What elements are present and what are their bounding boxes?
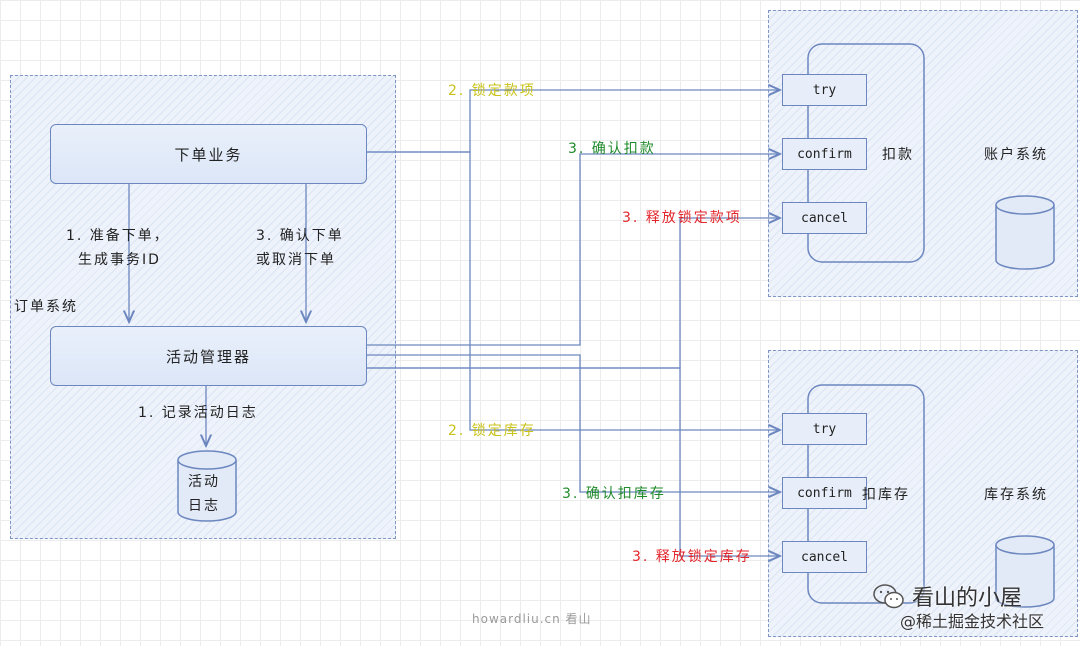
step3-note: 3. 确认下单 或取消下单 [256, 224, 344, 272]
watermark-brand-group: 看山的小屋 @稀土掘金技术社区 [872, 580, 1072, 631]
flow-lock-stock [367, 151, 780, 430]
account-cancel-box: cancel [782, 202, 867, 234]
order-business-box: 下单业务 [50, 124, 367, 184]
account-group-label: 扣款 [882, 147, 914, 163]
flow-confirm-payment [367, 154, 780, 346]
inventory-try-box: try [782, 413, 867, 445]
step1-line1: 1. 准备下单， [66, 228, 170, 244]
log-db-icon [177, 450, 237, 522]
account-db-icon [995, 195, 1055, 270]
step3-line2: 或取消下单 [256, 252, 336, 268]
log-db-line2: 日志 [188, 498, 220, 514]
activity-manager-box: 活动管理器 [50, 326, 367, 386]
account-try-box: try [782, 74, 867, 106]
inventory-group-label: 扣库存 [862, 487, 910, 503]
account-system-label: 账户系统 [984, 147, 1048, 163]
label-lock-payment: 2. 锁定款项 [448, 83, 536, 99]
step3-line1: 3. 确认下单 [256, 228, 344, 244]
inventory-db-icon [995, 535, 1055, 608]
log-db-line1: 活动 [188, 474, 220, 490]
order-system-label: 订单系统 [14, 299, 78, 315]
account-confirm-box: confirm [782, 138, 867, 170]
label-release-stock: 3. 释放锁定库存 [632, 549, 752, 565]
inventory-system-label: 库存系统 [984, 487, 1048, 503]
step1-line2: 生成事务ID [78, 252, 161, 268]
wechat-icon [873, 584, 904, 609]
credit-watermark: howardliu.cn 看山 [472, 612, 592, 626]
flow-release-stock [367, 367, 780, 556]
label-confirm-payment: 3. 确认扣款 [568, 141, 656, 157]
flow-confirm-stock [367, 354, 780, 492]
log-db-label: 活动 日志 [188, 470, 220, 518]
log-note: 1. 记录活动日志 [138, 405, 258, 421]
brand-subtext: @稀土掘金技术社区 [900, 612, 1045, 631]
label-release-payment: 3. 释放锁定款项 [622, 210, 742, 226]
label-lock-stock: 2. 锁定库存 [448, 423, 536, 439]
step1-note: 1. 准备下单， 生成事务ID [66, 224, 170, 272]
inventory-cancel-box: cancel [782, 541, 867, 573]
label-confirm-stock: 3. 确认扣库存 [562, 486, 666, 502]
inventory-confirm-box: confirm [782, 477, 867, 509]
brand-text: 看山的小屋 [912, 586, 1023, 611]
